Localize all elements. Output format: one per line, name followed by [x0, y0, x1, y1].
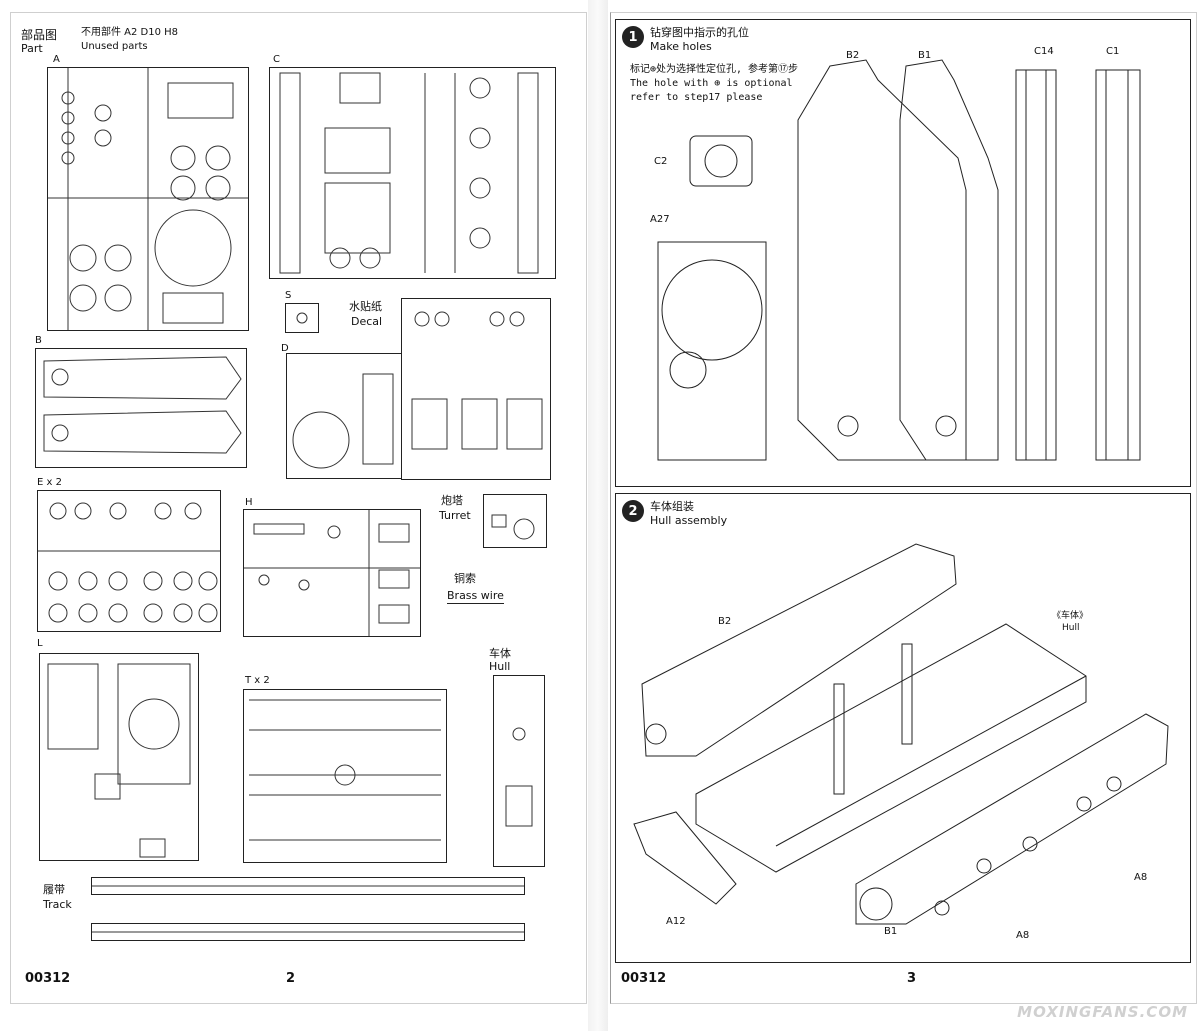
- sprue-b: [35, 348, 247, 468]
- sprue-c: [269, 67, 556, 279]
- part-b1-label-2: B1: [884, 926, 898, 937]
- unused-parts-en: Unused parts: [81, 41, 148, 52]
- step-2-diagram: [633, 543, 1169, 925]
- step-1-number: 1: [622, 26, 644, 48]
- part-c14-label: C14: [1034, 46, 1054, 57]
- part-c2-label: C2: [654, 156, 668, 167]
- decal-cn: 水贴纸: [349, 300, 382, 313]
- sprue-e: [37, 490, 221, 632]
- step-2-panel: 2 车体组装 Hull assembly B2 《车体》 Hull A8 A8 …: [615, 493, 1191, 963]
- track-strip-2: [91, 923, 525, 941]
- sprue-l-label: L: [37, 638, 43, 649]
- decal-en: Decal: [351, 315, 383, 328]
- step-1-note-en-2: refer to step17 please: [630, 92, 763, 103]
- part-b2-label: B2: [846, 50, 860, 61]
- hull-cn: 车体: [489, 647, 511, 660]
- part-a8-label-2: A8: [1016, 930, 1030, 941]
- hull-label-en: Hull: [1062, 623, 1080, 633]
- sprue-b-drawing: [43, 356, 242, 454]
- left-page: 部品图 Part 不用部件 A2 D10 H8 Unused parts A C: [10, 12, 587, 1004]
- turret-en: Turret: [439, 509, 471, 522]
- sprue-c-label: C: [273, 54, 280, 65]
- part-a27-label: A27: [650, 214, 670, 225]
- part-title-cn: 部品图: [21, 28, 58, 42]
- step-1-title-cn: 钻穿图中指示的孔位: [650, 26, 749, 39]
- step-2-number: 2: [622, 500, 644, 522]
- hull-label-cn: 《车体》: [1052, 611, 1089, 621]
- page-gutter: [588, 0, 608, 1031]
- sprue-s-label: S: [285, 290, 292, 301]
- sprue-d-extension: [401, 298, 551, 480]
- left-footer-page: 2: [286, 971, 296, 986]
- sprue-c-drawing: [279, 72, 539, 274]
- step-2-title-en: Hull assembly: [650, 514, 728, 527]
- part-a12-label: A12: [666, 916, 686, 927]
- hull-part: [493, 675, 545, 867]
- unused-parts-cn: 不用部件 A2 D10 H8: [81, 27, 179, 38]
- part-c1-label: C1: [1106, 46, 1120, 57]
- right-footer-code: 00312: [621, 971, 667, 986]
- sprue-h-label: H: [245, 497, 253, 508]
- step-1-diagram: [657, 59, 1141, 461]
- track-en: Track: [43, 898, 72, 911]
- brass-wire-en: Brass wire: [447, 589, 504, 605]
- sprue-d-label: D: [281, 343, 289, 354]
- right-footer-page: 3: [907, 971, 917, 986]
- left-footer-code: 00312: [25, 971, 71, 986]
- watermark-text: MOXINGFANS.COM: [1017, 1003, 1188, 1021]
- turret-cn: 炮塔: [441, 494, 463, 507]
- sprue-l: [39, 653, 199, 861]
- right-page: 1 钻穿图中指示的孔位 Make holes 标记⊕处为选择性定位孔, 参考第⑰…: [610, 12, 1197, 1004]
- sprue-e-label: E x 2: [37, 477, 62, 488]
- turret-part: [483, 494, 547, 548]
- sprue-a: [47, 67, 249, 331]
- step-1-panel: 1 钻穿图中指示的孔位 Make holes 标记⊕处为选择性定位孔, 参考第⑰…: [615, 19, 1191, 487]
- sprue-b-label: B: [35, 335, 42, 346]
- sprue-h: [243, 509, 421, 637]
- part-b1-label: B1: [918, 50, 932, 61]
- step-1-note-en-1: The hole with ⊕ is optional: [630, 78, 793, 89]
- sprue-a-drawing: [48, 68, 248, 330]
- sprue-a-label: A: [53, 54, 60, 65]
- part-a8-label-1: A8: [1134, 872, 1148, 883]
- part-title-en: Part: [21, 42, 43, 55]
- part-b2-label-2: B2: [718, 616, 732, 627]
- sprue-t-label: T x 2: [245, 675, 270, 686]
- sprue-t: [243, 689, 447, 863]
- step-1-note-cn: 标记⊕处为选择性定位孔, 参考第⑰步: [630, 64, 799, 75]
- track-strip-1: [91, 877, 525, 895]
- step-2-title-cn: 车体组装: [650, 500, 694, 513]
- sprue-d: [286, 353, 403, 479]
- track-cn: 履带: [43, 883, 65, 896]
- sprue-s: [285, 303, 319, 333]
- hull-en: Hull: [489, 660, 511, 673]
- brass-wire-cn: 铜索: [454, 572, 476, 585]
- step-1-title-en: Make holes: [650, 40, 712, 53]
